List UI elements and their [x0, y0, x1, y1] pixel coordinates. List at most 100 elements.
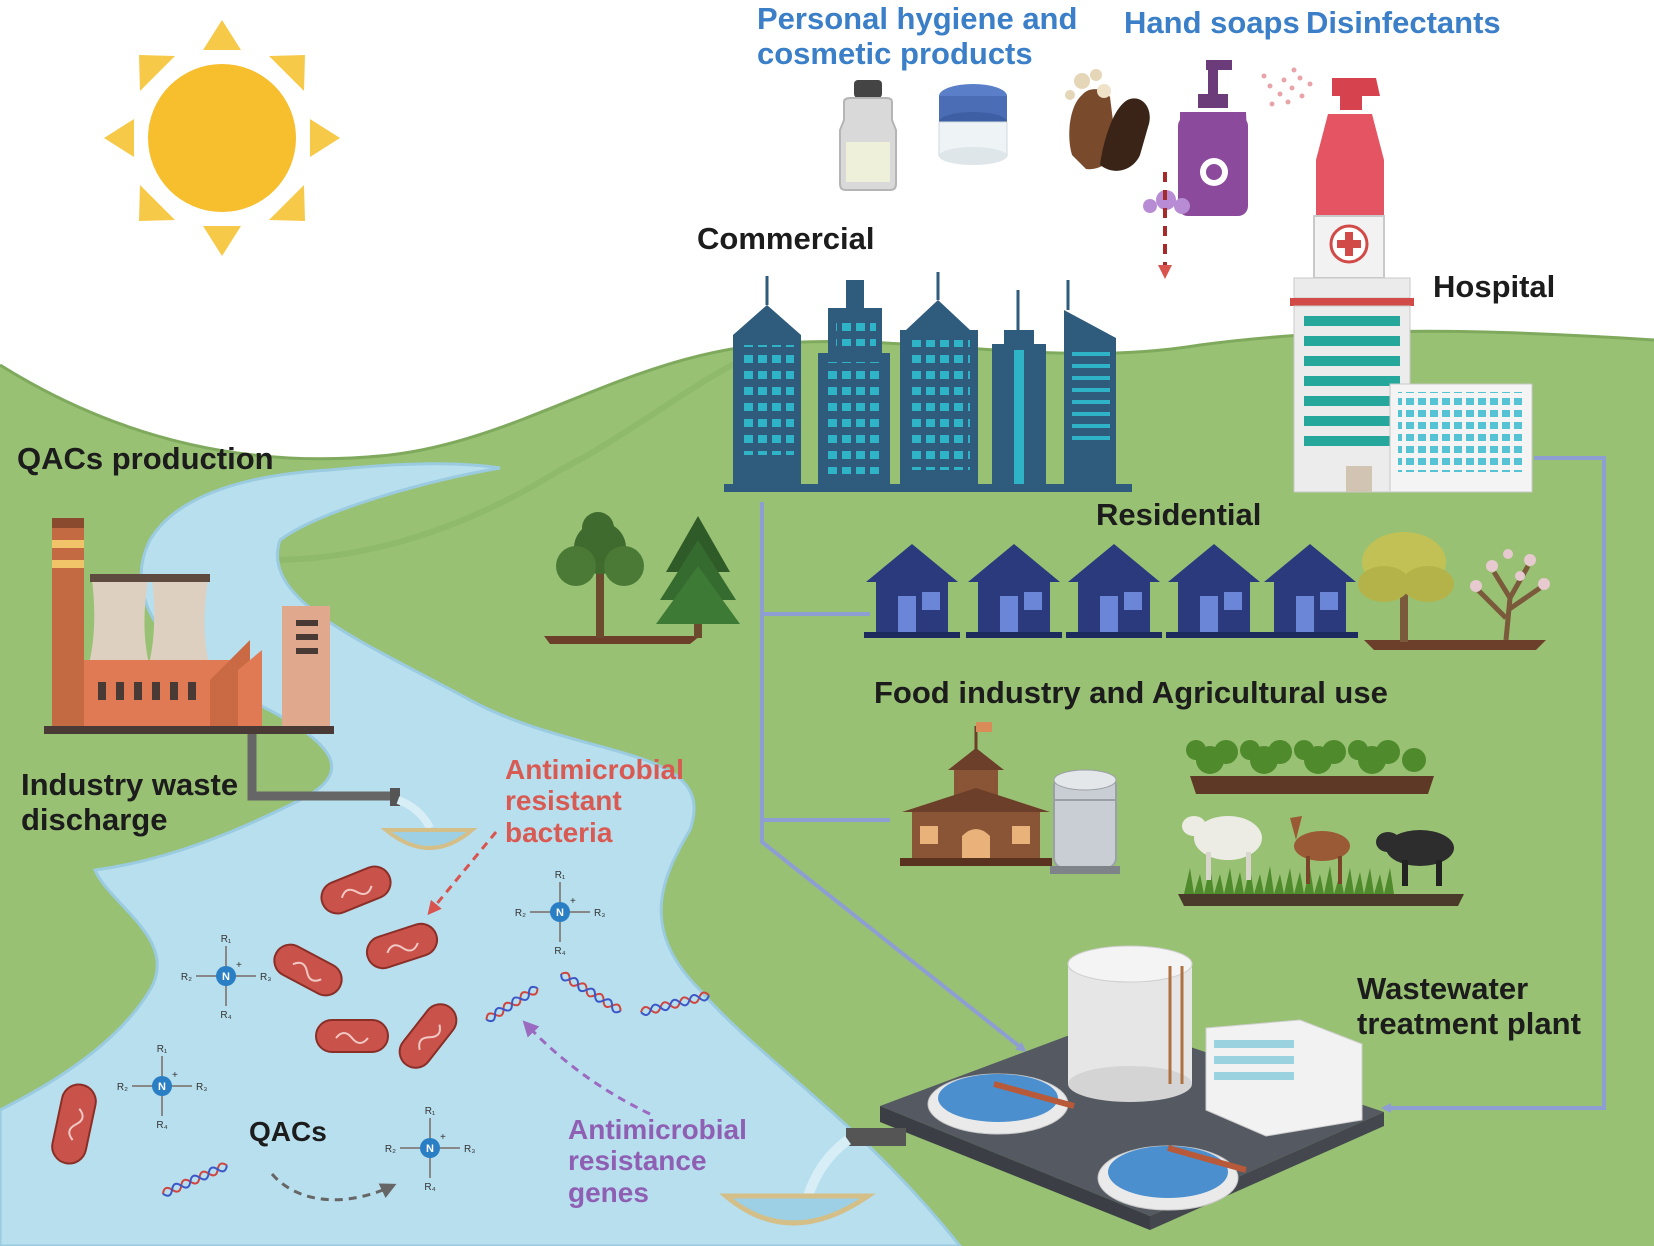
- tree-icon: [544, 512, 700, 644]
- house-icon: [1066, 544, 1162, 638]
- pine-tree-icon: [656, 516, 740, 638]
- food-industry-label: Food industry and Agricultural use: [874, 675, 1388, 710]
- storage-tank-icon: [1050, 769, 1120, 874]
- molecule-r1: R₁: [157, 1044, 168, 1055]
- molecule-r3: R₃: [464, 1144, 475, 1155]
- house-icon: [1166, 544, 1262, 638]
- molecule-r3: R₃: [260, 972, 271, 983]
- bacteria-icon: [273, 943, 343, 997]
- wastewater-line-1: Wastewater: [1357, 971, 1529, 1006]
- bacteria-icon: [398, 1003, 458, 1069]
- amr-bacteria-line-1: Antimicrobial: [505, 754, 684, 785]
- sun-icon: [104, 20, 340, 256]
- spray-bottle-icon: [1261, 67, 1384, 230]
- amr-bacteria-label: Antimicrobial resistant bacteria: [505, 754, 684, 848]
- commercial-buildings: [724, 272, 1132, 492]
- residential-houses: [864, 544, 1358, 638]
- water-outfall-icon: [719, 1128, 906, 1226]
- genes-arrow: [522, 1020, 651, 1116]
- dna-icon: [560, 971, 622, 1014]
- hospital-label: Hospital: [1433, 269, 1556, 304]
- skyscraper-icon: [900, 272, 978, 490]
- personal-hygiene-line-1: Personal hygiene and: [757, 1, 1078, 36]
- molecule-center: N: [222, 971, 230, 983]
- qac-molecule-icon: N + R₁ R₂ R₃ R₄: [181, 934, 271, 1021]
- molecule-charge: +: [440, 1132, 446, 1143]
- amr-bacteria-line-2: resistant: [505, 785, 622, 817]
- wastewater-line-2: treatment plant: [1357, 1005, 1581, 1041]
- pasture: [1178, 866, 1464, 906]
- molecule-r2: R₂: [117, 1082, 128, 1093]
- school-building-icon: [900, 722, 1052, 866]
- house-icon: [966, 544, 1062, 638]
- personal-hygiene-label: Personal hygiene and cosmetic products: [757, 1, 1078, 71]
- molecule-r3: R₃: [196, 1082, 207, 1093]
- dna-icon: [161, 1162, 228, 1197]
- amr-bacteria-line-3: bacteria: [505, 816, 613, 848]
- skyscraper-icon: [992, 290, 1046, 490]
- bacteria-icon: [315, 1019, 389, 1053]
- washing-hands-icon: [1065, 69, 1150, 171]
- hand-soaps-label: Hand soaps: [1124, 5, 1300, 40]
- molecule-center: N: [426, 1143, 434, 1155]
- molecule-center: N: [556, 907, 564, 919]
- amr-genes-line-3: genes: [568, 1176, 649, 1208]
- molecule-r4: R₄: [424, 1182, 435, 1193]
- amr-genes-label: Antimicrobial resistance genes: [568, 1114, 747, 1208]
- molecule-center: N: [158, 1081, 166, 1093]
- molecule-charge: +: [570, 896, 576, 907]
- house-icon: [1262, 544, 1358, 638]
- molecule-r2: R₂: [181, 972, 192, 983]
- bacteria-icon: [320, 865, 392, 915]
- residential-label: Residential: [1096, 497, 1262, 532]
- bacteria-icon: [365, 922, 439, 970]
- bacteria-group: [51, 865, 458, 1165]
- qacs-production-label: QACs production: [17, 441, 274, 476]
- dna-icon: [485, 985, 539, 1023]
- amr-genes-line-1: Antimicrobial: [568, 1114, 747, 1145]
- house-icon: [864, 544, 960, 638]
- industry-waste-line-1: Industry waste: [21, 767, 239, 802]
- bottle-icon: [839, 80, 897, 191]
- industry-waste-label: Industry waste discharge: [21, 767, 239, 837]
- molecule-charge: +: [236, 960, 242, 971]
- soap-dispenser-icon: [1143, 60, 1248, 216]
- molecule-r3: R₃: [594, 908, 605, 919]
- personal-hygiene-line-2: cosmetic products: [757, 35, 1033, 71]
- molecule-r4: R₄: [156, 1120, 167, 1131]
- factory-icon: [44, 518, 334, 734]
- qac-molecule-icon: N + R₁ R₂ R₃ R₄: [385, 1106, 475, 1193]
- wastewater-plant-icon: [880, 945, 1384, 1230]
- crop-icon: [1186, 740, 1434, 794]
- molecule-r4: R₄: [220, 1010, 231, 1021]
- skyscraper-icon: [1064, 280, 1116, 490]
- flow-lines: [760, 456, 1606, 1113]
- hospital-building-icon: [1290, 215, 1533, 493]
- qac-molecule-icon: N + R₁ R₂ R₃ R₄: [117, 1044, 207, 1131]
- molecule-r4: R₄: [554, 946, 565, 957]
- industry-waste-line-2: discharge: [21, 801, 168, 837]
- goat-icon: [1290, 816, 1350, 884]
- tree-icon: [1358, 532, 1546, 650]
- molecule-r1: R₁: [221, 934, 232, 945]
- tree-icon: [1470, 549, 1550, 641]
- molecule-r1: R₁: [555, 870, 566, 881]
- molecule-charge: +: [172, 1070, 178, 1081]
- molecule-r1: R₁: [425, 1106, 436, 1117]
- sheep-icon: [1182, 816, 1262, 880]
- qac-molecule-icon: N + R₁ R₂ R₃ R₄: [515, 870, 605, 957]
- buffalo-icon: [1376, 830, 1454, 886]
- qacs-arrow: [270, 1173, 397, 1202]
- molecule-r2: R₂: [385, 1144, 396, 1155]
- molecule-r2: R₂: [515, 908, 526, 919]
- disinfectants-label: Disinfectants: [1306, 5, 1501, 40]
- amr-genes-line-2: resistance: [568, 1145, 707, 1177]
- commercial-label: Commercial: [697, 221, 875, 256]
- bacteria-icon: [51, 1083, 97, 1165]
- bacteria-arrow: [427, 831, 498, 916]
- wastewater-label: Wastewater treatment plant: [1357, 971, 1581, 1041]
- skyscraper-icon: [818, 280, 890, 490]
- dna-icon: [640, 991, 710, 1016]
